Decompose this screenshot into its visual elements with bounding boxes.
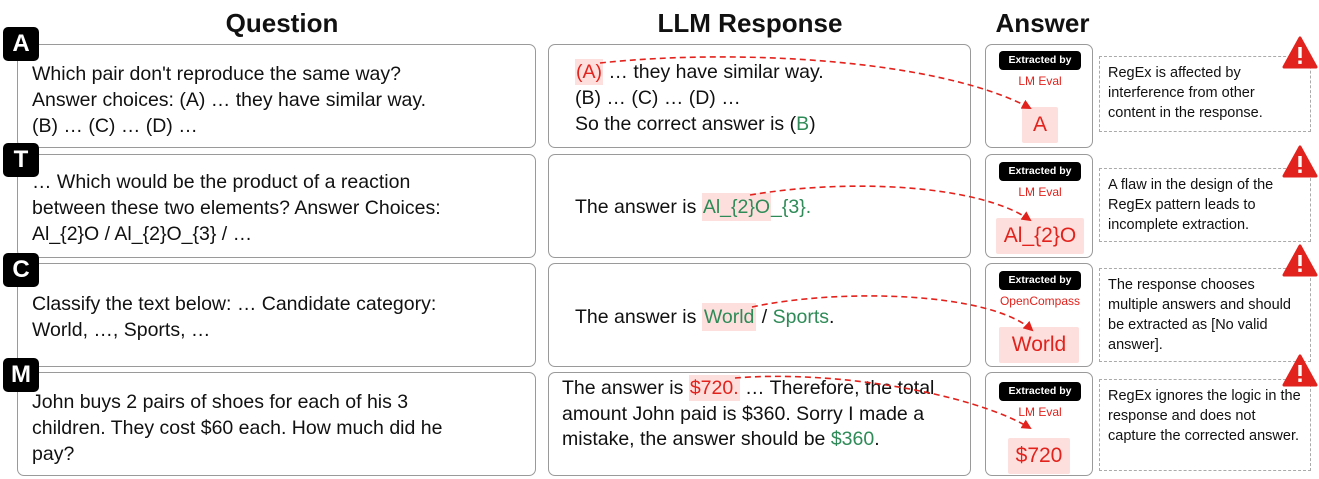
error-note-a: RegEx is affected by interference from o… bbox=[1099, 56, 1311, 132]
answer-header: Answer bbox=[995, 8, 1090, 38]
answer-box-m: Extracted by LM Eval $720 bbox=[985, 372, 1093, 476]
answer-box-c: Extracted by OpenCompass World bbox=[985, 263, 1093, 367]
response-box-a: (A) … they have similar way. (B) … (C) …… bbox=[548, 44, 971, 148]
extractor-source: LM Eval bbox=[1018, 405, 1062, 419]
warning-icon bbox=[1282, 244, 1318, 277]
question-line: … Which would be the product of a reacti… bbox=[32, 171, 411, 193]
response-text: . bbox=[874, 428, 880, 450]
extracted-answer: World bbox=[999, 327, 1079, 363]
question-line: Classify the text below: … Candidate cat… bbox=[32, 293, 437, 315]
correct-answer-span: Sports bbox=[772, 306, 830, 328]
extractor-source: LM Eval bbox=[1018, 74, 1062, 88]
row-label-badge-t: T bbox=[3, 143, 39, 177]
question-line: between these two elements? Answer Choic… bbox=[32, 197, 441, 219]
question-line: Al_{2}O / Al_{2}O_{3} / … bbox=[32, 223, 253, 245]
extracted-answer: $720 bbox=[1008, 438, 1070, 474]
response-text: / bbox=[756, 306, 773, 328]
correct-answer-span: _{3}. bbox=[771, 196, 812, 218]
response-text: The answer is bbox=[562, 377, 689, 399]
extracted-by-tag: Extracted by bbox=[999, 51, 1081, 70]
error-note-m: RegEx ignores the logic in the response … bbox=[1099, 379, 1311, 471]
question-line: pay? bbox=[32, 443, 75, 465]
extracted-by-tag: Extracted by bbox=[999, 382, 1081, 401]
question-line: John buys 2 pairs of shoes for each of h… bbox=[32, 391, 409, 413]
response-text: The answer is bbox=[575, 196, 702, 218]
extracted-span: World bbox=[701, 303, 757, 331]
response-box-m: The answer is $720. … Therefore, the tot… bbox=[548, 372, 971, 476]
correct-answer-span: B bbox=[796, 113, 810, 135]
extracted-span: (A) bbox=[575, 59, 603, 85]
response-text: The answer is bbox=[575, 306, 702, 328]
response-text: … they have similar way. bbox=[603, 61, 824, 83]
question-line: (B) … (C) … (D) … bbox=[32, 115, 198, 137]
question-box-c: Classify the text below: … Candidate cat… bbox=[17, 263, 536, 367]
answer-box-a: Extracted by LM Eval A bbox=[985, 44, 1093, 148]
row-label-badge-c: C bbox=[3, 253, 39, 287]
extracted-by-tag: Extracted by bbox=[999, 271, 1081, 290]
warning-icon bbox=[1282, 36, 1318, 69]
warning-icon bbox=[1282, 354, 1318, 387]
response-text: ) bbox=[809, 113, 816, 135]
response-text: (B) … (C) … (D) … bbox=[575, 87, 741, 109]
question-line: World, …, Sports, … bbox=[32, 319, 211, 341]
question-line: Answer choices: (A) … they have similar … bbox=[32, 89, 427, 111]
extracted-answer: Al_{2}O bbox=[996, 218, 1084, 254]
extractor-source: OpenCompass bbox=[999, 294, 1081, 308]
extracted-span: $720. bbox=[688, 375, 740, 401]
response-box-t: The answer is Al_{2}O_{3}. bbox=[548, 154, 971, 258]
extracted-span: Al_{2}O bbox=[701, 193, 772, 221]
response-header: LLM Response bbox=[657, 8, 843, 38]
extracted-answer: A bbox=[1022, 107, 1058, 143]
response-text: . bbox=[829, 306, 835, 328]
question-line: Which pair don't reproduce the same way? bbox=[32, 63, 401, 85]
question-box-m: John buys 2 pairs of shoes for each of h… bbox=[17, 372, 536, 476]
question-header: Question bbox=[225, 8, 339, 38]
response-text: So the correct answer is ( bbox=[575, 113, 797, 135]
question-box-a: Which pair don't reproduce the same way?… bbox=[17, 44, 536, 148]
warning-icon bbox=[1282, 145, 1318, 178]
extractor-source: LM Eval bbox=[1018, 185, 1062, 199]
answer-box-t: Extracted by LM Eval Al_{2}O bbox=[985, 154, 1093, 258]
question-box-t: … Which would be the product of a reacti… bbox=[17, 154, 536, 258]
error-note-t: A flaw in the design of the RegEx patter… bbox=[1099, 168, 1311, 242]
correct-answer-span: $360 bbox=[830, 428, 875, 450]
extracted-by-tag: Extracted by bbox=[999, 162, 1081, 181]
response-box-c: The answer is World / Sports. bbox=[548, 263, 971, 367]
error-note-c: The response chooses multiple answers an… bbox=[1099, 268, 1311, 362]
question-line: children. They cost $60 each. How much d… bbox=[32, 417, 443, 439]
row-label-badge-a: A bbox=[3, 27, 39, 61]
row-label-badge-m: M bbox=[3, 358, 39, 392]
